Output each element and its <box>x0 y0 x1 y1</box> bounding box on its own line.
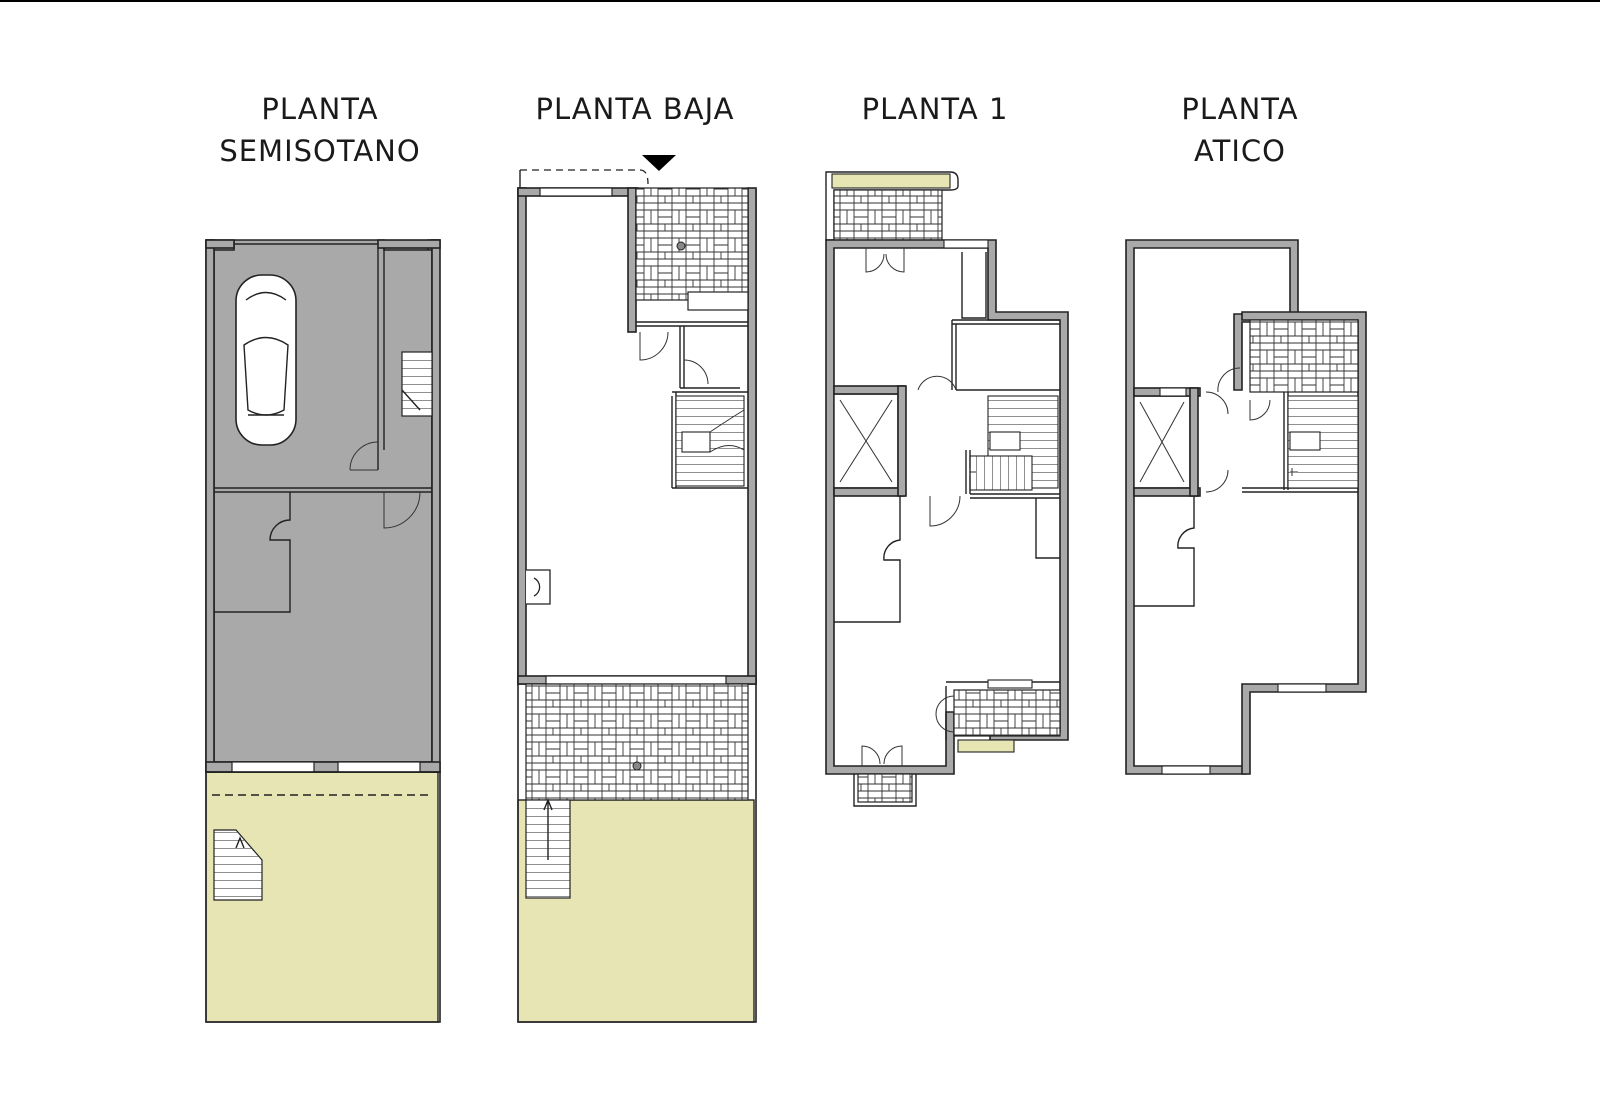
planta1-wardrobe <box>961 252 987 319</box>
baja-stair-well <box>681 431 711 453</box>
semisotano-wall-left <box>205 239 215 773</box>
baja-porch-dashed <box>520 169 649 185</box>
baja-entrance-paving <box>635 187 749 301</box>
title-planta1: PLANTA 1 <box>835 88 1035 130</box>
planta1-bottom-balcony <box>853 774 917 807</box>
atico-bottom-window <box>1161 765 1211 775</box>
semisotano-window-1 <box>231 761 315 773</box>
atico-shaft-cross <box>1139 401 1185 483</box>
planta1-front-doors <box>865 248 905 273</box>
semisotano-door-swing <box>349 441 379 471</box>
planta1-bottom-doors <box>861 745 903 766</box>
title-baja-line-1: PLANTA BAJA <box>535 92 735 126</box>
planta1-front-paving <box>833 189 943 241</box>
title-baja: PLANTA BAJA <box>520 88 750 130</box>
planta1-back-doors <box>935 695 955 733</box>
title-semisotano: PLANTA SEMISOTANO <box>215 88 425 172</box>
atico-stair-well <box>1289 431 1321 451</box>
atico-window-shaft <box>1159 387 1187 397</box>
baja-back-drain <box>632 761 642 771</box>
baja-stair-curve <box>709 409 745 453</box>
baja-wall-left <box>517 187 527 685</box>
planta1-bath2 <box>1035 498 1060 559</box>
atico-shaft-wall-b <box>1133 487 1201 497</box>
title-atico: PLANTA ATICO <box>1135 88 1345 172</box>
planta1-back-planter <box>957 739 1015 753</box>
atico-stair-arrow <box>1290 468 1298 476</box>
plan-atico <box>1125 239 1367 775</box>
title-atico-line-2: ATICO <box>1194 134 1286 168</box>
atico-hall-door <box>1205 391 1229 493</box>
semisotano-yard-stair-arrow <box>235 836 245 849</box>
semisotano-wall-top-left <box>205 239 235 249</box>
baja-fireplace <box>526 569 551 605</box>
planta1-shaft-wall-b <box>833 487 905 497</box>
atico-shaft-wall-r <box>1189 387 1199 497</box>
baja-window-top <box>539 187 613 197</box>
planta1-back-paving <box>953 689 1061 737</box>
plan-semisotano <box>205 239 441 1023</box>
semisotano-wall-top-right <box>377 239 441 249</box>
planta1-bedroom-closet <box>834 496 901 623</box>
semisotano-wall-right <box>431 239 441 773</box>
atico-back-window <box>1277 683 1327 693</box>
semisotano-storage-room <box>214 492 291 613</box>
semisotano-stair-arrow <box>401 389 421 411</box>
title-planta1-line-1: PLANTA 1 <box>861 92 1009 126</box>
baja-door-swing <box>639 331 669 361</box>
baja-entrance-bench <box>687 291 749 311</box>
plan-planta1 <box>825 171 1069 807</box>
baja-toilet-door <box>683 359 709 385</box>
baja-toilet-walls <box>636 321 748 389</box>
baja-wall-inner-v <box>627 187 637 333</box>
atico-terrace-door <box>1217 367 1271 421</box>
baja-stair-walls <box>671 391 748 489</box>
plan-baja <box>517 155 757 1023</box>
baja-yard-stair-arrow <box>543 798 553 860</box>
planta1-stair-well <box>989 431 1021 451</box>
atico-closet <box>1134 496 1195 607</box>
planta1-hall-door-2 <box>929 495 961 527</box>
planta1-shaft-wall <box>833 385 905 395</box>
baja-drain <box>676 241 686 251</box>
baja-window-bottom <box>545 675 727 685</box>
title-semisotano-line-1: PLANTA <box>261 92 379 126</box>
title-atico-line-1: PLANTA <box>1181 92 1299 126</box>
planta1-front-balcony <box>825 171 959 241</box>
semisotano-door-swing-2 <box>383 491 421 529</box>
shaft-cross-icon <box>839 399 893 483</box>
atico-terrace-paving <box>1249 319 1359 393</box>
semisotano-window-2 <box>337 761 421 773</box>
planta1-stair-arrow <box>969 468 976 476</box>
planta1-shaft-wall-r <box>897 385 907 497</box>
semisotano-staircase <box>401 351 433 417</box>
planta1-front-planter <box>831 173 951 189</box>
semisotano-yard-staircase <box>213 829 263 901</box>
planta1-hall-door <box>917 375 957 391</box>
planta1-front-window <box>943 239 989 249</box>
title-semisotano-line-2: SEMISOTANO <box>219 134 421 168</box>
planta1-bath-walls <box>951 319 1060 391</box>
car-icon <box>235 274 297 446</box>
semisotano-outer-bottom <box>205 771 441 1023</box>
planta1-stair-lower <box>969 455 1033 491</box>
planta1-back-window <box>987 679 1033 689</box>
baja-back-paving <box>525 683 749 801</box>
baja-wall-right <box>747 187 757 685</box>
semisotano-stair-wall <box>377 248 385 470</box>
entrance-arrow-icon <box>642 155 676 171</box>
planta1-bottom-balcony-paving <box>857 773 913 803</box>
